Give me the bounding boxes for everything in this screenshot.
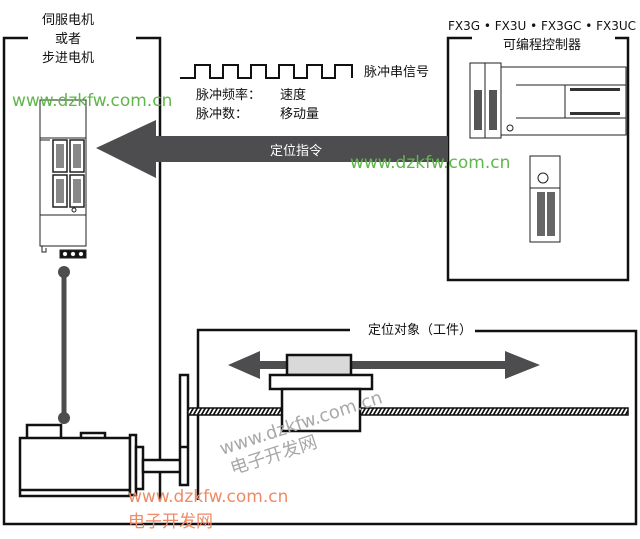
ball-screw <box>187 407 629 416</box>
arrow-label: 定位指令 <box>270 144 322 159</box>
pulse-freq-label: 脉冲频率： <box>196 87 261 103</box>
servo-title-line1: 伺服电机 <box>42 13 94 28</box>
coupling-icon <box>178 373 190 487</box>
watermark-url-top: www.dzkfw.com.cn <box>12 91 172 111</box>
plc-frame <box>446 36 630 282</box>
pulse-signal-label: 脉冲串信号 <box>364 65 429 80</box>
plc-models: FX3G • FX3U • FX3GC • FX3UC <box>448 19 636 33</box>
servo-amplifier-icon <box>39 99 87 259</box>
pulse-train-icon <box>180 64 353 79</box>
pulse-freq-value: 速度 <box>280 87 306 103</box>
watermark-site-bottom: 电子开发网 <box>128 512 213 532</box>
workpiece-frame <box>196 328 350 500</box>
workpiece-title: 定位对象（工件） <box>368 323 472 338</box>
servo-title-line3: 步进电机 <box>42 51 94 66</box>
encoder-cable <box>58 266 70 424</box>
workpiece-motion-arrow <box>228 351 540 379</box>
plc-expansion-unit-icon <box>529 155 561 243</box>
pulse-count-label: 脉冲数： <box>196 107 248 122</box>
motor-icon <box>18 423 183 498</box>
servo-title-line2: 或者 <box>55 32 81 47</box>
servo-frame <box>2 36 638 526</box>
plc-main-unit-icon <box>469 62 627 139</box>
positioning-command-arrow: 定位指令 <box>96 120 448 178</box>
carriage-icon <box>268 353 374 433</box>
watermark-url-bottom: www.dzkfw.com.cn <box>128 487 288 507</box>
pulse-count-value: 移动量 <box>280 107 319 122</box>
plc-title: 可编程控制器 <box>503 38 581 53</box>
watermark-url-middle: www.dzkfw.com.cn <box>350 153 510 173</box>
